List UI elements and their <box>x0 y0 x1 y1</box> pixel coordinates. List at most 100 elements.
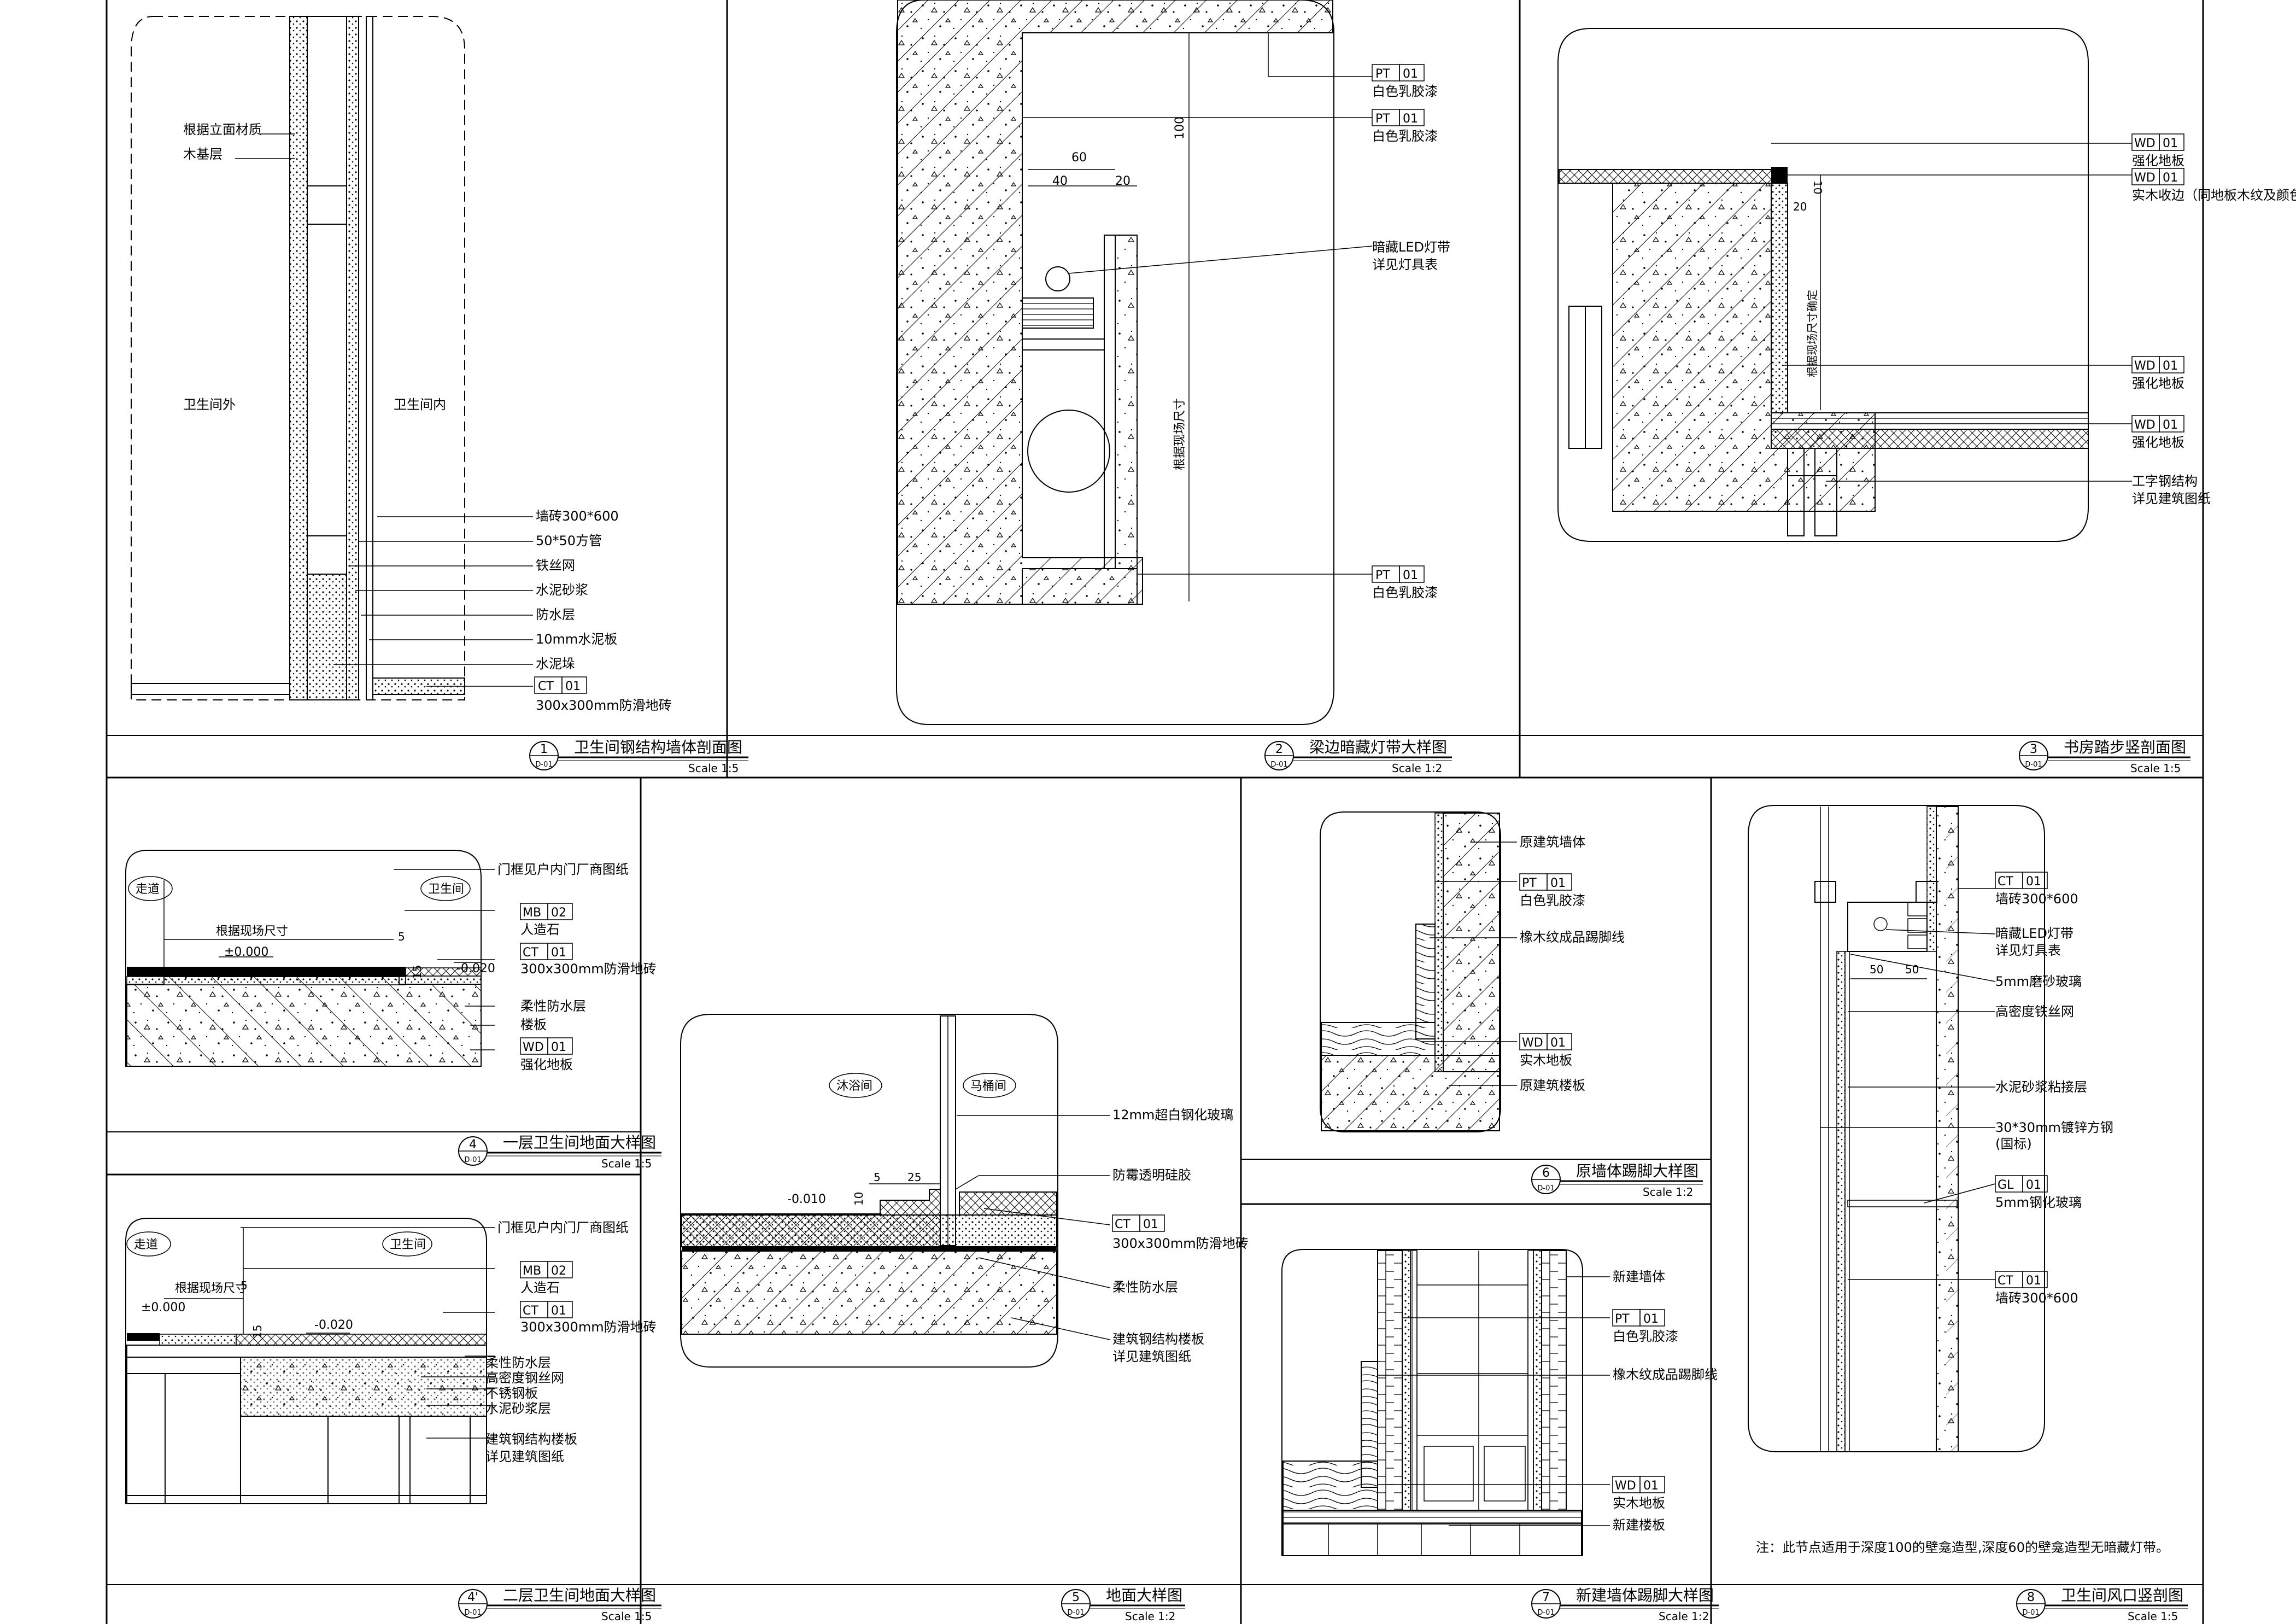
code-wd-num: 01 <box>1550 1036 1566 1050</box>
door-note: 门框见户内门厂商图纸 <box>497 862 629 877</box>
code-ct-desc: 300x300mm防滑地砖 <box>520 961 657 977</box>
detail-scale: Scale 1:5 <box>2130 762 2181 775</box>
detail-ref: D-01 <box>535 761 552 769</box>
wall-label: 原建筑墙体 <box>1520 834 1585 850</box>
dim-50-b: 50 <box>1905 963 1919 976</box>
detail-number: 4' <box>467 1591 478 1604</box>
detail-scale: Scale 1:5 <box>601 1610 652 1623</box>
panel-1-wall-section: 根据立面材质 木基层 卫生间外 卫生间内 墙砖300*600 50*50方管 铁… <box>131 16 672 713</box>
panel-8-vent-section: 50 50 CT 01 墙砖300*600 暗藏LED灯带 详见灯具表 5mm磨… <box>1748 805 2169 1555</box>
leader-mesh: 高密度钢丝网 <box>485 1370 564 1386</box>
code-pt-desc: 白色乳胶漆 <box>1613 1329 1678 1344</box>
detail-scale: Scale 1:2 <box>1643 1185 1693 1199</box>
code-wd-num: 01 <box>1643 1479 1659 1493</box>
code-ct-num: 01 <box>551 946 566 960</box>
panel-5-floor-detail: 沐浴间 马桶间 -0.010 5 25 10 12mm超白钢化玻璃 防霉透明硅胶… <box>680 1014 1249 1368</box>
panel-3-study-step: 10 20 根据现场尺寸确定 WD 01 强化地板 WD 01 实木收边（同地板… <box>1557 28 2296 542</box>
leader-mesh: 高密度铁丝网 <box>1995 1004 2074 1019</box>
dim-25: 25 <box>907 1171 921 1184</box>
silicone-label: 防霉透明硅胶 <box>1112 1167 1191 1183</box>
code-wd-4-num: 01 <box>2163 418 2178 432</box>
code-gl: GL <box>1998 1178 2014 1192</box>
dim-100: 100 <box>1173 116 1187 139</box>
led-ref: 详见灯具表 <box>1995 943 2061 958</box>
detail-scale: Scale 1:2 <box>1125 1610 1175 1623</box>
detail-ref: D-01 <box>1537 1609 1554 1617</box>
code-wd: WD <box>1615 1479 1636 1493</box>
leader-mortar: 水泥砂浆粘接层 <box>1995 1079 2087 1095</box>
code-wd: WD <box>523 1041 544 1054</box>
detail-number: 7 <box>1542 1591 1550 1604</box>
label-material-basis: 根据立面材质 <box>183 122 262 137</box>
detail-title: 地面大样图 <box>1106 1586 1182 1604</box>
leader-tile: 墙砖300*600 <box>536 509 619 524</box>
detail-title: 书房踏步竖剖面图 <box>2064 738 2186 756</box>
room-label-outside: 卫生间外 <box>183 397 236 412</box>
code-pt-2-desc: 白色乳胶漆 <box>1372 128 1438 144</box>
code-wd-3-desc: 强化地板 <box>2132 376 2184 391</box>
code-wd-1-num: 01 <box>2163 137 2178 150</box>
code-mb-desc: 人造石 <box>520 1280 560 1295</box>
level-minus: -0.020 <box>314 1318 353 1332</box>
room-label-bathroom: 卫生间 <box>390 1238 426 1252</box>
detail-ref: D-01 <box>1270 761 1287 769</box>
leader-standard: (国标) <box>1995 1136 2032 1152</box>
leader-steel-tube: 30*30mm镀锌方钢 <box>1995 1120 2113 1135</box>
dim-15: 15 <box>251 1325 264 1339</box>
panel-4-floor-1: 走道 卫生间 根据现场尺寸 ±0.000 -0.020 5 15 门框见户内门厂… <box>125 850 657 1072</box>
detail-ref: D-01 <box>1067 1609 1084 1617</box>
code-pt-1-num: 01 <box>1403 67 1418 81</box>
panel-7-skirting-new: 新建墙体 PT 01 白色乳胶漆 橡木纹成品踢脚线 WD 01 实木地板 新建楼… <box>1281 1249 1718 1556</box>
door-note: 门框见户内门厂商图纸 <box>497 1220 629 1235</box>
detail-title: 原墙体踢脚大样图 <box>1576 1162 1698 1180</box>
dim-40: 40 <box>1052 174 1068 188</box>
detail-ref: D-01 <box>464 1156 481 1164</box>
leader-cement-curb: 水泥垛 <box>536 656 575 671</box>
dim-5: 5 <box>398 930 405 943</box>
led-label: 暗藏LED灯带 <box>1995 926 2074 941</box>
led-ref: 详见灯具表 <box>1372 257 1438 272</box>
code-wd-3: WD <box>2134 359 2156 373</box>
code-ct-1-desc: 墙砖300*600 <box>1995 891 2078 907</box>
code-pt-1-desc: 白色乳胶漆 <box>1372 84 1438 99</box>
code-wd-num: 01 <box>551 1041 566 1054</box>
leader-mortar: 水泥砂浆 <box>536 582 588 598</box>
code-ct-num: 01 <box>551 1304 566 1318</box>
dim-50-a: 50 <box>1870 963 1883 976</box>
detail-ref: D-01 <box>2025 761 2042 769</box>
dim-site: 根据现场尺寸确定 <box>1806 290 1819 377</box>
code-pt: PT <box>1522 877 1537 890</box>
code-mb-num: 02 <box>551 1264 566 1278</box>
code-ct-1: CT <box>1998 875 2013 889</box>
dim-15: 15 <box>411 965 424 979</box>
detail-title: 二层卫生间地面大样图 <box>503 1586 656 1604</box>
code-wd-2: WD <box>2134 171 2156 185</box>
code-pt-desc: 白色乳胶漆 <box>1520 893 1585 908</box>
led-label: 暗藏LED灯带 <box>1372 239 1450 255</box>
panel-2-led-cove: 60 40 20 100 根据现场尺寸 PT 01 白色乳胶漆 PT 01 白色… <box>896 0 1450 725</box>
code-pt-2-num: 01 <box>1403 112 1418 126</box>
leader-waterproof: 防水层 <box>536 607 575 622</box>
leader-waterproof: 柔性防水层 <box>485 1355 551 1370</box>
dim-60: 60 <box>1071 151 1087 165</box>
code-wd-1: WD <box>2134 137 2156 150</box>
skirting-label: 橡木纹成品踢脚线 <box>1613 1367 1718 1382</box>
code-wd: WD <box>1522 1036 1543 1050</box>
code-gl-desc: 5mm钢化玻璃 <box>1995 1195 2082 1210</box>
level-zero: ±0.000 <box>224 945 268 959</box>
detail-number: 1 <box>540 743 548 756</box>
code-wd-1-desc: 强化地板 <box>2132 153 2184 168</box>
applicability-note: 注：此节点适用于深度100的壁龛造型,深度60的壁龛造型无暗藏灯带。 <box>1756 1540 2169 1555</box>
structure-ref: 详见建筑图纸 <box>1112 1349 1191 1364</box>
wall-label: 新建墙体 <box>1613 1269 1665 1284</box>
detail-title: 梁边暗藏灯带大样图 <box>1309 738 1447 756</box>
waterproof-label: 柔性防水层 <box>1112 1280 1178 1295</box>
code-ct: CT <box>523 946 538 960</box>
